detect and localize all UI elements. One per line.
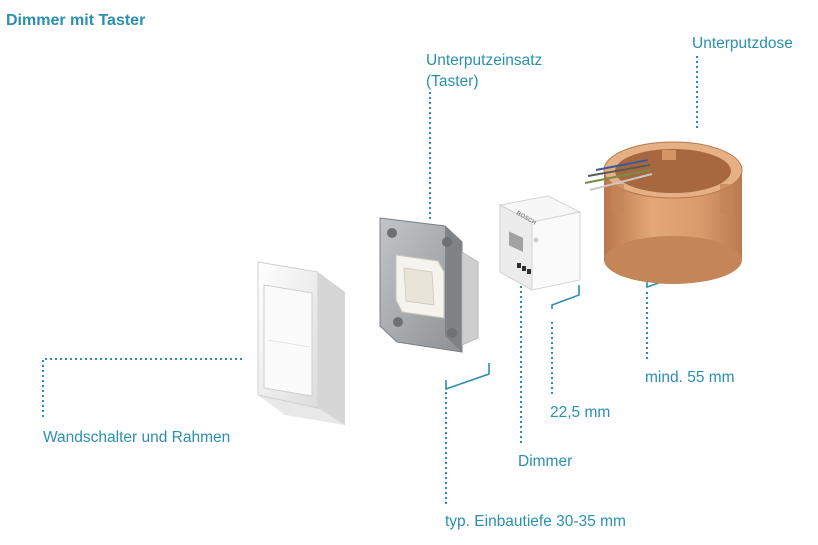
label-wandschalter: Wandschalter und Rahmen [43,429,231,446]
leader-lines [42,56,698,504]
label-unterputzdose: Unterputzdose [692,35,793,52]
label-breite-dimmer: 22,5 mm [550,404,611,421]
leader-wandschalter [42,358,242,420]
switch-insert [379,217,479,353]
label-unterputzeinsatz-line2: (Taster) [426,73,479,90]
label-unterputzeinsatz-line1: Unterputzeinsatz [426,52,543,69]
label-tiefe-dose: mind. 55 mm [645,369,735,386]
flush-mount-box [603,141,743,284]
dimmer-module [498,195,582,291]
label-einbautiefe: typ. Einbautiefe 30-35 mm [445,513,626,530]
label-unterputzeinsatz: Unterputzeinsatz (Taster) [426,50,542,92]
wall-switch-frame [257,261,345,425]
bracket-einbautiefe [445,363,490,391]
bracket-22-5 [551,285,580,309]
label-dimmer: Dimmer [518,453,573,470]
wires [584,159,653,191]
diagram-title: Dimmer mit Taster [6,12,146,29]
